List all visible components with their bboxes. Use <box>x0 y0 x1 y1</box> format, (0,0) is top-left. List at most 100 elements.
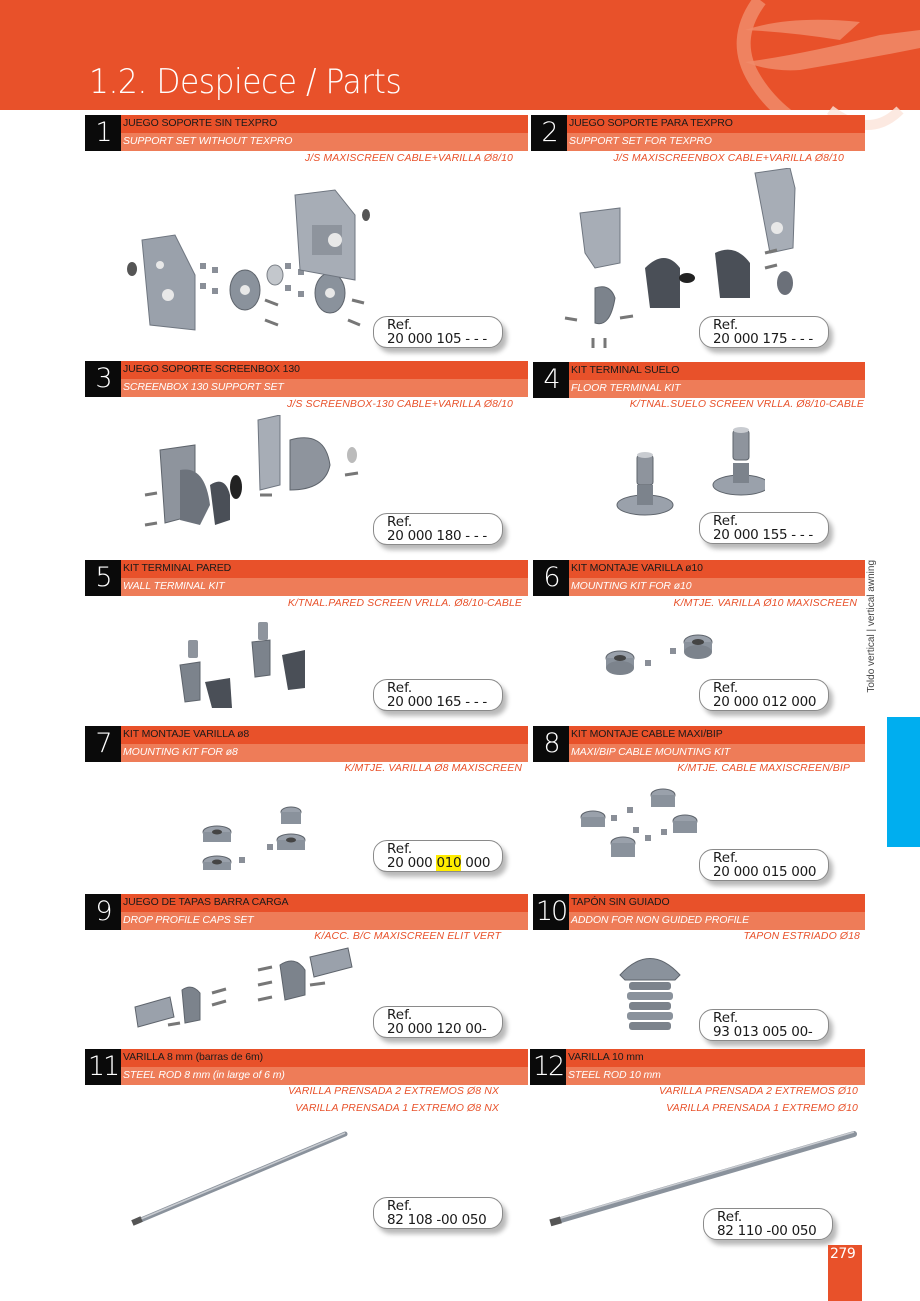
item-number: 12 <box>530 1049 566 1085</box>
item-7-header: 7 KIT MONTAJE VARILLA ø8 MOUNTING KIT FO… <box>85 726 528 762</box>
item-number: 3 <box>85 361 121 397</box>
item-4-header: 4 KIT TERMINAL SUELO FLOOR TERMINAL KIT <box>533 362 865 398</box>
ribbed-plug-image <box>619 958 681 1030</box>
item-ref-number: 20 000 165 - - - <box>387 694 487 710</box>
item-title-en: MAXI/BIP CABLE MOUNTING KIT <box>571 746 731 758</box>
item-number: 9 <box>85 894 121 930</box>
item-title-en: FLOOR TERMINAL KIT <box>571 382 681 394</box>
item-ref-number: 20 000 105 - - - <box>387 331 487 347</box>
item-title-es: JUEGO SOPORTE SIN TEXPRO <box>123 117 278 129</box>
item-1-header: 1 JUEGO SOPORTE SIN TEXPRO SUPPORT SET W… <box>85 115 528 151</box>
item-ref-number: 20 000 180 - - - <box>387 528 487 544</box>
floor-terminal-kit-image <box>616 427 765 516</box>
item-title-es: JUEGO DE TAPAS BARRA CARGA <box>123 896 289 908</box>
item-code: K/MTJE. VARILLA Ø8 MAXISCREEN <box>344 762 522 774</box>
item-title-en: SUPPORT SET FOR TEXPRO <box>569 135 712 147</box>
item-number: 1 <box>85 115 121 151</box>
item-title-es: KIT MONTAJE CABLE MAXI/BIP <box>571 728 723 740</box>
item-code: K/MTJE. CABLE MAXISCREEN/BIP <box>677 762 850 774</box>
item-6-ref-label: Ref. 20 000 012 000 <box>699 679 829 711</box>
item-code: VARILLA PRENSADA 2 EXTREMOS Ø10 <box>659 1085 858 1097</box>
item-10-header: 10 TAPÓN SIN GUIADO ADDON FOR NON GUIDED… <box>533 894 865 930</box>
item-title-en: WALL TERMINAL KIT <box>123 580 225 592</box>
item-number: 8 <box>533 726 569 762</box>
cable-mounting-kit-image <box>580 788 698 857</box>
item-3-header: 3 JUEGO SOPORTE SCREENBOX 130 SCREENBOX … <box>85 361 528 397</box>
item-title-es: VARILLA 8 mm (barras de 6m) <box>123 1051 264 1063</box>
item-2-header: 2 JUEGO SOPORTE PARA TEXPRO SUPPORT SET … <box>531 115 865 151</box>
item-ref-number: 82 108 -00 050 <box>387 1212 487 1228</box>
item-number: 2 <box>531 115 567 151</box>
item-code: VARILLA PRENSADA 2 EXTREMOS Ø8 NX <box>288 1085 499 1097</box>
item-4-ref-label: Ref. 20 000 155 - - - <box>699 512 829 544</box>
item-8-ref-label: Ref. 20 000 015 000 <box>699 849 829 881</box>
item-code: TAPON ESTRIADO Ø18 <box>743 930 860 942</box>
item-9-header: 9 JUEGO DE TAPAS BARRA CARGA DROP PROFIL… <box>85 894 528 930</box>
item-code: K/MTJE. VARILLA Ø10 MAXISCREEN <box>673 597 857 609</box>
item-title-en: ADDON FOR NON GUIDED PROFILE <box>571 914 750 926</box>
page-number: 279 <box>828 1245 862 1301</box>
item-ref-number: 20 000 175 - - - <box>713 331 813 347</box>
item-9-ref-label: Ref. 20 000 120 00- <box>373 1006 503 1038</box>
item-6-header: 6 KIT MONTAJE VARILLA ø10 MOUNTING KIT F… <box>533 560 865 596</box>
item-ref-number: 20 000 012 000 <box>713 694 817 710</box>
item-code: VARILLA PRENSADA 1 EXTREMO Ø10 <box>666 1102 858 1114</box>
item-code: K/TNAL.PARED SCREEN VRLLA. Ø8/10-CABLE <box>287 597 522 609</box>
item-title-en: SCREENBOX 130 SUPPORT SET <box>123 381 284 393</box>
rod-mounting-kit-10-image <box>605 634 713 675</box>
item-ref-number: 20 000 155 - - - <box>713 527 813 543</box>
item-title-es: VARILLA 10 mm <box>568 1051 644 1063</box>
item-title-es: TAPÓN SIN GUIADO <box>571 896 670 908</box>
item-2-ref-label: Ref. 20 000 175 - - - <box>699 316 829 348</box>
steel-rod-10mm-image <box>549 1131 857 1227</box>
highlighted-ref-segment: 010 <box>436 855 462 871</box>
item-12-header: 12 VARILLA 10 mm STEEL ROD 10 mm <box>530 1049 865 1085</box>
item-title-en: STEEL ROD 10 mm <box>568 1069 661 1081</box>
item-title-en: MOUNTING KIT FOR ø10 <box>571 580 692 592</box>
item-title-es: JUEGO SOPORTE PARA TEXPRO <box>569 117 733 129</box>
item-title-en: STEEL ROD 8 mm (in large of 6 m) <box>123 1069 285 1081</box>
rod-mounting-kit-8-image <box>202 806 306 870</box>
item-ref-number: 20 000 120 00- <box>387 1021 487 1037</box>
item-10-ref-label: Ref. 93 013 005 00- <box>699 1009 829 1041</box>
item-code: K/TNAL.SUELO SCREEN VRLLA. Ø8/10-CABLE <box>629 398 864 410</box>
item-number: 6 <box>533 560 569 596</box>
item-code: J/S SCREENBOX-130 CABLE+VARILLA Ø8/10 <box>287 398 513 410</box>
item-3-ref-label: Ref. 20 000 180 - - - <box>373 513 503 545</box>
item-number: 10 <box>533 894 569 930</box>
support-bracket-exploded-image <box>127 189 370 331</box>
item-7-ref-label: Ref. 20 000 010 000 <box>373 840 503 872</box>
item-code: J/S MAXISCREENBOX CABLE+VARILLA Ø8/10 <box>613 152 844 164</box>
item-title-es: KIT TERMINAL PARED <box>123 562 232 574</box>
item-code: J/S MAXISCREEN CABLE+VARILLA Ø8/10 <box>304 152 513 164</box>
screenbox-130-support-image <box>144 415 359 527</box>
item-11-ref-label: Ref. 82 108 -00 050 <box>373 1197 503 1229</box>
item-ref-number: 20 000 010 000 <box>387 855 491 871</box>
item-11-header: 11 VARILLA 8 mm (barras de 6m) STEEL ROD… <box>85 1049 528 1085</box>
item-title-es: KIT MONTAJE VARILLA ø8 <box>123 728 250 740</box>
item-ref-number: 93 013 005 00- <box>713 1024 813 1040</box>
item-8-header: 8 KIT MONTAJE CABLE MAXI/BIP MAXI/BIP CA… <box>533 726 865 762</box>
item-12-ref-label: Ref. 82 110 -00 050 <box>703 1208 833 1240</box>
page-header: 1.2. Despiece / Parts <box>0 0 920 110</box>
item-ref-number: 20 000 015 000 <box>713 864 817 880</box>
item-number: 4 <box>533 362 569 398</box>
item-title-en: DROP PROFILE CAPS SET <box>123 914 254 926</box>
item-code: K/ACC. B/C MAXISCREEN ELIT VERT <box>314 930 501 942</box>
item-ref-number: 82 110 -00 050 <box>717 1223 817 1239</box>
brand-swoosh-logo <box>736 0 920 110</box>
item-number: 5 <box>85 560 121 596</box>
item-title-es: KIT MONTAJE VARILLA ø10 <box>571 562 703 574</box>
wall-terminal-kit-image <box>179 622 305 708</box>
item-1-ref-label: Ref. 20 000 105 - - - <box>373 316 503 348</box>
section-side-label: Toldo vertical | vertical awning <box>866 560 877 693</box>
item-title-en: MOUNTING KIT FOR ø8 <box>123 746 238 758</box>
item-number: 11 <box>85 1049 121 1085</box>
section-color-tab <box>887 717 920 847</box>
item-5-ref-label: Ref. 20 000 165 - - - <box>373 679 503 711</box>
item-title-es: KIT TERMINAL SUELO <box>571 364 680 376</box>
item-title-en: SUPPORT SET WITHOUT TEXPRO <box>123 135 293 147</box>
item-5-header: 5 KIT TERMINAL PARED WALL TERMINAL KIT <box>85 560 528 596</box>
item-title-es: JUEGO SOPORTE SCREENBOX 130 <box>123 363 300 375</box>
drop-profile-caps-image <box>134 947 353 1028</box>
